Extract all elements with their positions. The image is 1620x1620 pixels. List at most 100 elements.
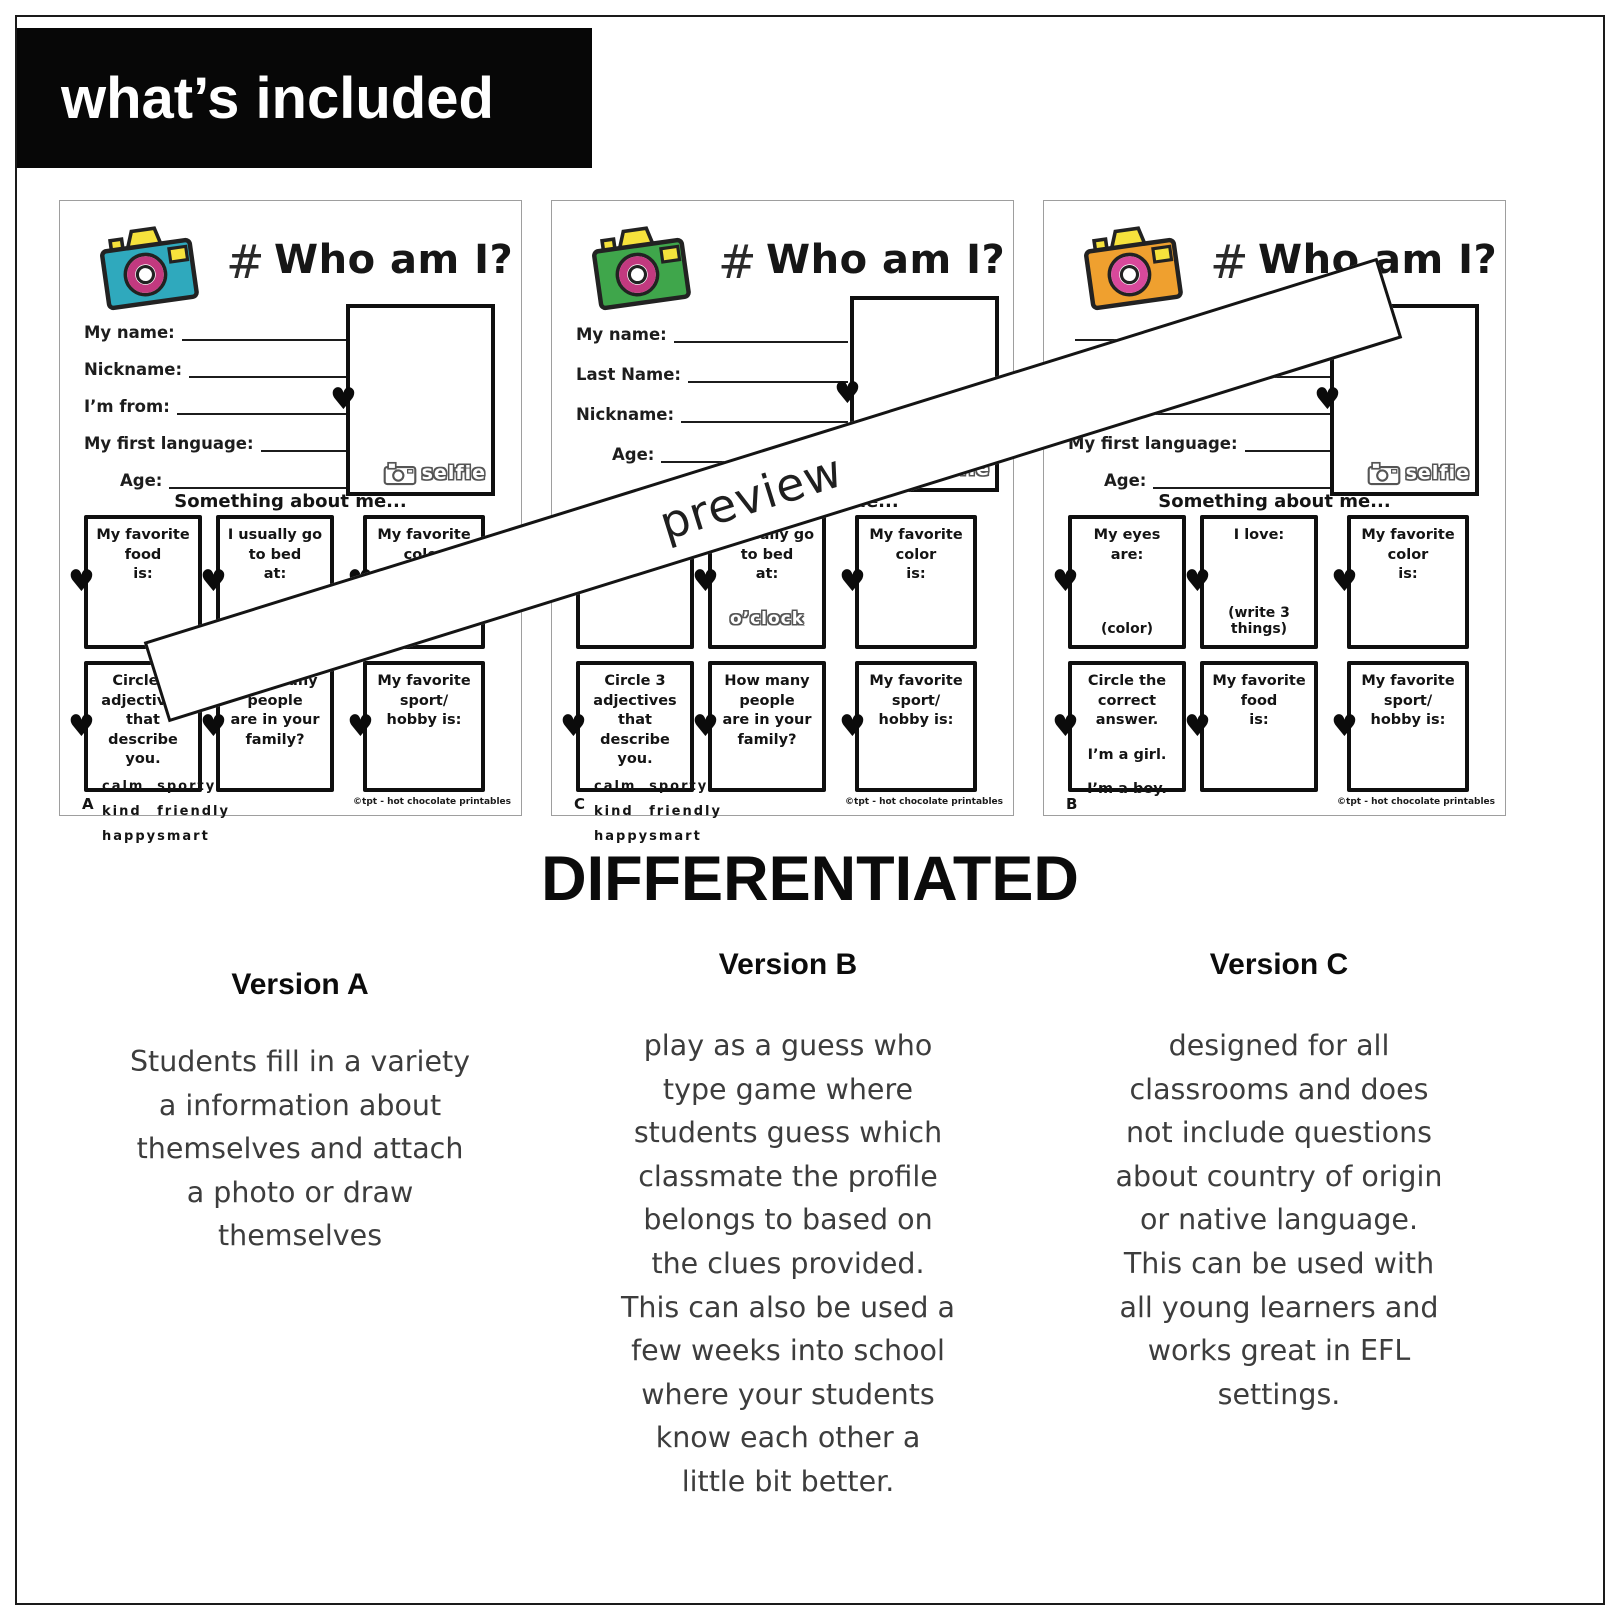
selfie-camera-icon (1367, 461, 1400, 486)
hashtag-icon: # (1210, 235, 1249, 289)
question-box-sport-hobby: ♥My favorite sport/ hobby is: (839, 661, 977, 792)
heart-icon: ♥ (347, 708, 374, 744)
field-row: Age: (84, 465, 356, 489)
question-hint: (write 3 things) (1228, 605, 1290, 637)
whats-included-banner: what’s included (17, 28, 592, 168)
sheet-title: Who am I? (274, 237, 514, 283)
field-row: My first language: (1068, 428, 1340, 452)
version-c-column: Version C designed for all classrooms an… (1056, 948, 1502, 1416)
selfie-photo-box: ♥ selfie (1314, 304, 1479, 496)
version-b-column: Version B play as a guess who type game … (566, 948, 1010, 1504)
version-letter: B (1066, 795, 1078, 813)
question-box-favorite-food: ♥My favorite food is: (68, 515, 202, 649)
whats-included-label: what’s included (61, 65, 494, 131)
field-label: Last Name: (576, 364, 682, 384)
question-text: Circle the correct answer. (1087, 673, 1167, 729)
field-row: My first language: (84, 428, 356, 452)
version-a-heading: Version A (231, 968, 369, 1001)
adjective-options: calm sporty kind friendly happy smart (580, 779, 720, 844)
field-label: My name: (576, 324, 667, 344)
version-c-description: designed for all classrooms and does not… (1115, 1029, 1443, 1411)
selfie-label: selfie (1405, 462, 1470, 484)
question-box-sport-hobby: ♥My favorite sport/ hobby is: (1331, 661, 1469, 792)
oclock-label: o’clock (729, 609, 805, 629)
field-label: Age: (612, 444, 655, 464)
selfie-tag: selfie (1367, 460, 1470, 486)
heart-icon: ♥ (839, 564, 866, 599)
heart-icon: ♥ (1052, 564, 1079, 599)
write-line (688, 355, 848, 383)
version-b-heading: Version B (718, 948, 858, 981)
question-box-favorite-food: ♥My favorite food is: (1184, 661, 1318, 792)
field-row (1068, 391, 1340, 415)
question-text: I usually go to bed at: (227, 527, 323, 583)
question-box-favorite-color: ♥My favorite color is: (839, 515, 977, 649)
question-text: My favorite color is: (869, 527, 963, 583)
heart-icon: ♥ (1331, 564, 1358, 599)
question-text: My favorite sport/ hobby is: (377, 673, 471, 729)
adjective-option: calm (102, 778, 145, 794)
heart-icon: ♥ (1184, 708, 1211, 744)
heart-icon: ♥ (560, 708, 587, 744)
version-c-heading: Version C (1209, 948, 1349, 981)
selfie-camera-icon (383, 461, 416, 486)
field-row: I’m from: (84, 391, 356, 415)
heart-icon: ♥ (1331, 708, 1358, 744)
write-line (181, 315, 356, 341)
question-box-favorite-color: ♥My favorite color is: (1331, 515, 1469, 649)
copyright-text: ©tpt - hot chocolate printables (353, 797, 511, 807)
heart-icon: ♥ (68, 564, 95, 599)
question-text: I love: (1233, 527, 1285, 543)
adjective-option: friendly (157, 803, 230, 819)
selfie-photo-box: ♥ selfie (330, 304, 495, 496)
version-letter: A (82, 795, 94, 813)
field-row: Nickname: (576, 397, 848, 423)
selfie-tag: selfie (383, 460, 486, 486)
worksheet-version-b: # Who am I? My first language: Age: ♥ se… (1043, 200, 1506, 816)
write-line (673, 315, 848, 343)
adjective-option: kind (594, 803, 634, 819)
question-text: How many people are in your family? (722, 673, 812, 748)
copyright-text: ©tpt - hot chocolate printables (1337, 797, 1495, 807)
heart-icon: ♥ (1052, 708, 1079, 744)
version-b-description: play as a guess who type game where stud… (620, 1029, 956, 1498)
field-row: My name: (576, 317, 848, 343)
question-box-bed-time: ♥ I usually go to bed at: o’clock (692, 515, 826, 649)
heart-icon: ♥ (1184, 564, 1211, 599)
about-heading: Something about me... (174, 491, 407, 512)
write-line (189, 352, 356, 378)
page-border (15, 15, 1605, 1605)
write-line (681, 395, 848, 423)
copyright-text: ©tpt - hot chocolate printables (845, 797, 1003, 807)
adjective-option: kind (102, 803, 142, 819)
question-text: My favorite food is: (1212, 673, 1306, 729)
write-line (1075, 389, 1340, 415)
field-row: Age: (1068, 465, 1340, 489)
field-label: My first language: (84, 433, 254, 453)
hashtag-icon: # (226, 235, 265, 289)
question-box-family: ♥How many people are in your family? (692, 661, 826, 792)
write-line (169, 463, 356, 489)
question-box-adjectives: ♥ Circle 3 adjectives that describe you.… (560, 661, 720, 844)
question-box-eyes: ♥ My eyes are: (color) (1052, 515, 1186, 649)
hashtag-icon: # (718, 235, 757, 289)
field-label: I’m from: (84, 396, 170, 416)
about-heading: Something about me... (1158, 491, 1391, 512)
adjective-option: smart (157, 828, 210, 844)
question-text: My eyes are: (1093, 527, 1161, 563)
heart-icon: ♥ (200, 708, 227, 744)
question-text: My favorite sport/ hobby is: (869, 673, 963, 729)
field-row: My name: (84, 317, 356, 341)
question-text: My favorite color is: (1361, 527, 1455, 583)
profile-fields: My name: Nickname: I’m from: My first la… (84, 317, 356, 502)
heart-icon: ♥ (692, 708, 719, 744)
sheet-title: Who am I? (766, 237, 1006, 283)
question-text: My favorite sport/ hobby is: (1361, 673, 1455, 729)
profile-fields: My name: Last Name: Nickname: Age: (576, 317, 848, 477)
field-label: My name: (84, 322, 175, 342)
adjective-option: happy (102, 828, 158, 844)
write-line (176, 389, 356, 415)
heart-icon: ♥ (200, 564, 227, 599)
adjective-option: friendly (649, 803, 722, 819)
answer-options: I’m a girl. I’m a boy. (1072, 747, 1182, 797)
